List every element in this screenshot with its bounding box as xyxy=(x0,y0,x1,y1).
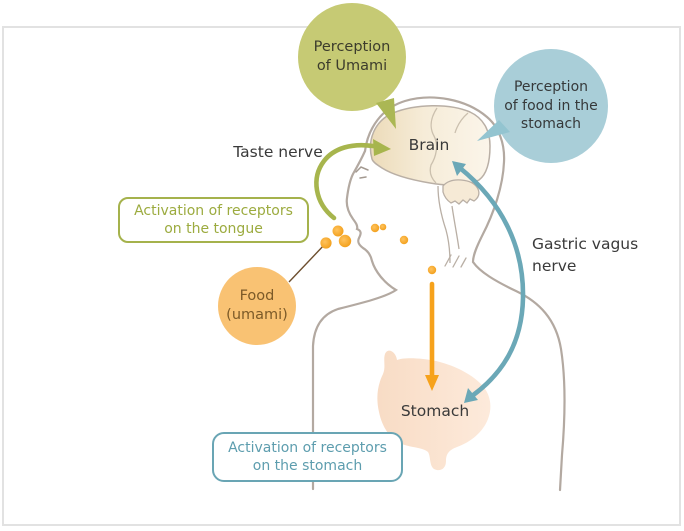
callout-activation-receptors-stomach: Activation of receptors on the stomach xyxy=(212,432,403,482)
bubble-text-line: stomach xyxy=(520,116,582,133)
label-brain: Brain xyxy=(408,136,450,154)
label-text-line: Gastric vagus xyxy=(532,235,639,253)
callout-text-line: on the stomach xyxy=(252,458,363,474)
bubble-text-line: (umami) xyxy=(226,307,288,323)
neck-nerve-line xyxy=(451,205,460,250)
callout-text-line: Activation of receptors xyxy=(228,439,387,456)
callout-text-line: on the tongue xyxy=(164,221,263,237)
bubble-text-line: of Umami xyxy=(316,58,388,74)
brain-fold-central xyxy=(429,107,438,184)
eyebrow-mark xyxy=(355,166,369,173)
bubble-text-line: Perception xyxy=(313,38,391,55)
callout-text-line: Activation of receptors xyxy=(134,202,293,219)
brainstem-line xyxy=(437,185,451,264)
label-taste-nerve: Taste nerve xyxy=(233,143,323,161)
bubble-text-line: of food in the xyxy=(504,97,598,114)
bubble-perception-of-umami: Perception of Umami xyxy=(298,3,406,111)
neck-crease-marks xyxy=(444,254,467,268)
callout-activation-receptors-tongue: Activation of receptors on the tongue xyxy=(118,197,309,243)
cerebellum-shape xyxy=(442,179,480,205)
bubble-perception-of-food-in-stomach: Perception of food in the stomach xyxy=(494,49,608,163)
bubble-food-umami: Food (umami) xyxy=(218,267,296,345)
eye-mark xyxy=(359,176,367,179)
label-stomach: Stomach xyxy=(400,402,470,420)
brain-fold-upper xyxy=(454,112,469,134)
label-text-line: nerve xyxy=(532,256,577,275)
bubble-text-line: Perception xyxy=(513,79,589,96)
label-gastric-vagus-nerve: Gastric vagus nerve xyxy=(532,234,668,277)
bubble-text-line: Food xyxy=(239,287,275,304)
